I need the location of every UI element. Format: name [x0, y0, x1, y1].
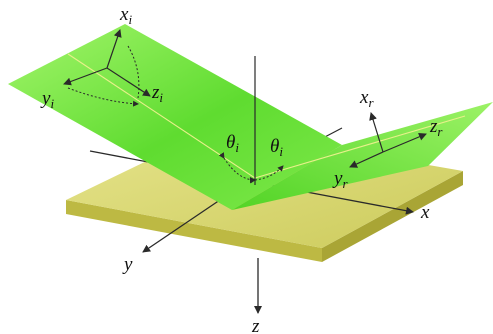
zr-label: zr: [429, 116, 443, 139]
incident-rotation-arc-2: [127, 45, 140, 99]
x-label: x: [420, 202, 430, 223]
xi-axis-line: [106, 29, 122, 69]
zi-label: zi: [151, 82, 163, 105]
reflected-local-frame: [349, 112, 427, 168]
xi-label: xi: [119, 4, 132, 27]
theta-left-label: θi: [226, 132, 239, 155]
yi-axis-line: [63, 67, 108, 86]
labels: xi yi zi θi θi xr zr yr x y z: [40, 4, 443, 334]
zi-axis-line: [106, 67, 151, 97]
xr-axis-line: [369, 112, 384, 153]
yr-label: yr: [332, 168, 348, 191]
yr-axis-line: [349, 151, 384, 168]
yi-label: yi: [40, 88, 54, 111]
incident-wave-plane: [8, 24, 342, 210]
plate-right-face: [322, 171, 463, 262]
theta-right-arc: [249, 165, 284, 184]
zr-axis-line: [382, 133, 427, 153]
plate-front-face: [66, 200, 322, 262]
z-label: z: [251, 316, 260, 334]
xr-label: xr: [359, 87, 374, 110]
reflected-ray-line: [254, 115, 466, 179]
y-label: y: [122, 254, 133, 275]
incident-rotation-arc: [67, 87, 139, 107]
reflected-wave-plane: [232, 102, 493, 210]
incident-local-frame: [63, 29, 151, 107]
theta-right-label: θi: [270, 136, 283, 159]
